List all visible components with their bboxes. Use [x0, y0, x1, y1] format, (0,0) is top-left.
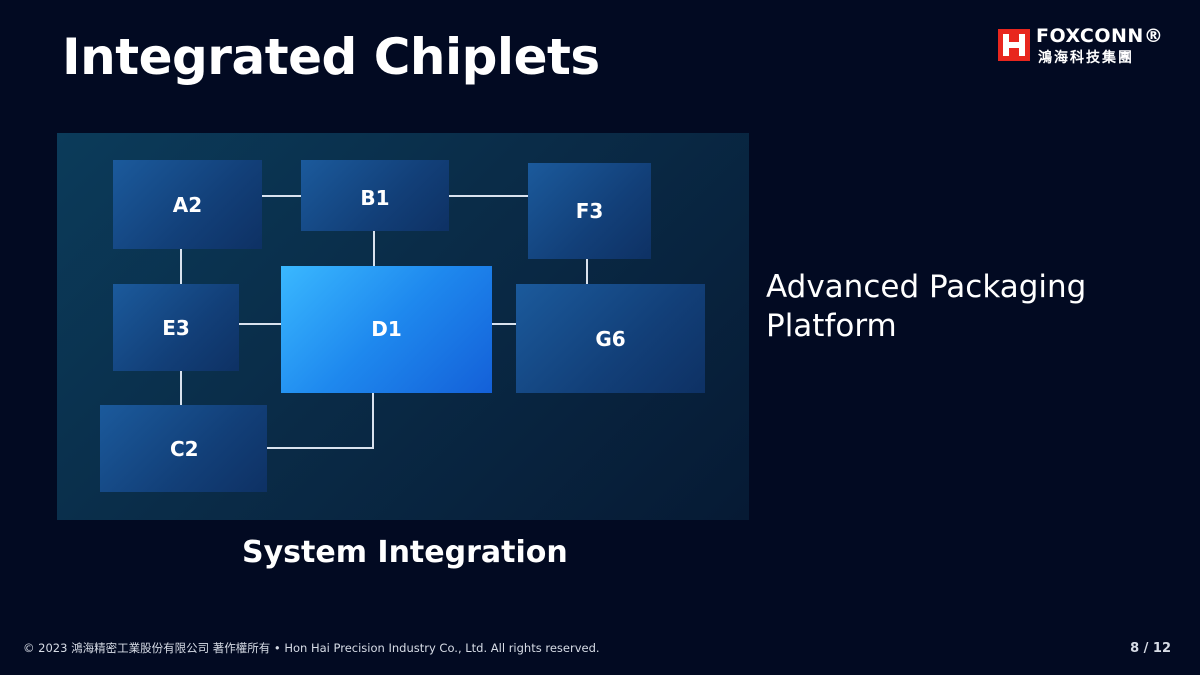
chiplet-d1-label: D1 [371, 317, 402, 341]
chiplet-a2: A2 [113, 160, 262, 249]
side-label-line-1: Advanced Packaging [766, 269, 1087, 305]
diagram-connectors [180, 195, 588, 449]
chiplet-a2-label: A2 [172, 192, 203, 217]
side-label: Advanced Packaging Platform [766, 268, 1086, 346]
chiplet-e3-label: E3 [162, 316, 190, 340]
chiplet-d1: D1 [281, 266, 492, 393]
chiplet-e3: E3 [113, 284, 239, 371]
chiplet-c2: C2 [100, 405, 267, 492]
side-label-line-2: Platform [766, 308, 897, 344]
chiplet-b1: B1 [301, 160, 449, 231]
chiplet-f3-label: F3 [575, 199, 604, 223]
chiplet-g6: G6 [516, 284, 705, 393]
foxconn-h-logo-icon [998, 29, 1030, 61]
foxconn-logo: FOXCONN® 鴻海科技集團 [998, 25, 1178, 67]
diagram-caption: System Integration [242, 535, 568, 570]
chiplet-b1-label: B1 [360, 186, 390, 210]
footer-copyright: © 2023 鴻海精密工業股份有限公司 著作權所有 • Hon Hai Prec… [23, 641, 600, 655]
logo-wordmark: FOXCONN® [1036, 25, 1164, 47]
page-indicator: 8 / 12 [1130, 641, 1171, 656]
chiplet-diagram: A2 B1 F3 E3 D1 G6 C2 [57, 133, 749, 520]
chiplet-f3: F3 [528, 163, 651, 259]
logo-subtitle: 鴻海科技集團 [1038, 50, 1134, 66]
slide-title: Integrated Chiplets [62, 28, 600, 86]
chiplet-g6-label: G6 [595, 326, 626, 351]
connector-c2-d1 [267, 393, 374, 449]
chiplet-c2-label: C2 [170, 436, 199, 461]
